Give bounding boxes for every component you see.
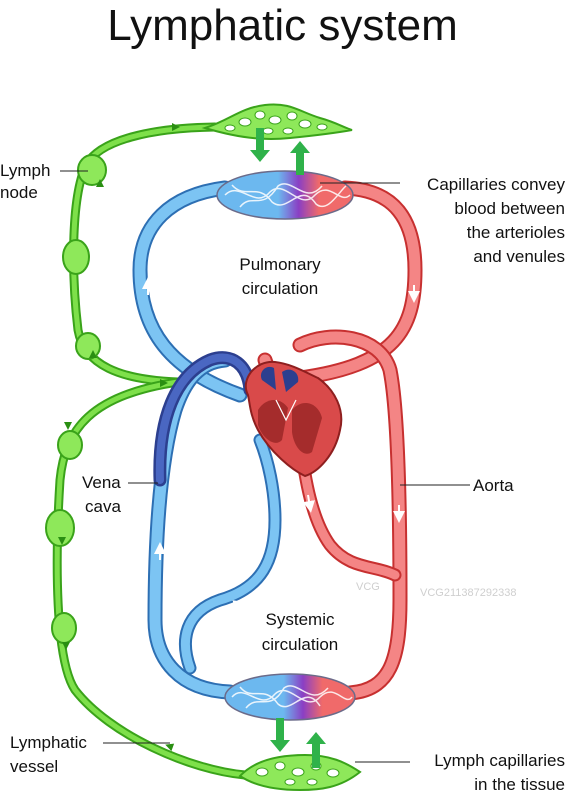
lymphatic-vessel-label-1: Lymphatic bbox=[10, 733, 87, 752]
pulmonary-label-2: circulation bbox=[242, 279, 319, 298]
up-arrow bbox=[290, 141, 310, 175]
lymph-flow-arrow bbox=[58, 537, 66, 545]
lymph-flow-arrow bbox=[64, 422, 72, 430]
lymphatic-network bbox=[45, 103, 362, 792]
down-arrow bbox=[270, 718, 290, 752]
systemic-label-2: circulation bbox=[262, 635, 339, 654]
down-arrow bbox=[250, 128, 270, 162]
lymph-node bbox=[62, 239, 90, 275]
capillaries-label-2: blood between bbox=[454, 199, 565, 218]
leader-lines bbox=[60, 170, 470, 763]
pulmonary-capillary-bed bbox=[216, 170, 354, 220]
lymph-capillaries-label-2: in the tissue bbox=[474, 775, 565, 794]
capillaries-label-4: and venules bbox=[473, 247, 565, 266]
capillaries-label-1: Capillaries convey bbox=[427, 175, 565, 194]
capillaries-label-3: the arterioles bbox=[467, 223, 565, 242]
up-arrow bbox=[306, 732, 326, 768]
inferior-vena-cava bbox=[178, 433, 282, 675]
lymph-node-label-1: Lymph bbox=[0, 161, 50, 180]
lymph-flow-arrow bbox=[62, 642, 70, 650]
lymph-capillaries-label-1: Lymph capillaries bbox=[434, 751, 565, 770]
lymph-node bbox=[45, 509, 75, 547]
bottom-lymph-capillaries bbox=[238, 753, 362, 792]
lymph-node bbox=[51, 612, 77, 644]
lymph-flow-arrow bbox=[165, 743, 175, 752]
systemic-capillary-bed bbox=[224, 673, 356, 721]
vena-cava-label-2: cava bbox=[85, 497, 121, 516]
page-title: Lymphatic system bbox=[107, 1, 458, 50]
vena-cava-label-1: Vena bbox=[82, 473, 121, 492]
lymph-node bbox=[75, 332, 101, 360]
watermark-id: VCG211387292338 bbox=[420, 587, 516, 599]
systemic-label-1: Systemic bbox=[266, 610, 335, 629]
lymph-flow-arrow bbox=[89, 350, 97, 358]
lymph-flow-arrow bbox=[96, 179, 104, 187]
pulmonary-label-1: Pulmonary bbox=[239, 255, 321, 274]
lymph-node-label-2: node bbox=[0, 183, 38, 202]
lymph-node bbox=[77, 154, 107, 186]
systemic-circulation bbox=[147, 329, 408, 721]
lymphatic-vessel-label-2: vessel bbox=[10, 757, 58, 776]
top-lymph-capillaries bbox=[201, 103, 353, 140]
watermark-logo: VCG bbox=[356, 581, 380, 593]
aorta-label: Aorta bbox=[473, 476, 514, 495]
heart bbox=[245, 360, 343, 478]
lymph-flow-arrow bbox=[160, 379, 168, 387]
lymph-flow-arrow bbox=[172, 123, 180, 131]
exchange-arrows bbox=[250, 128, 326, 768]
lymph-node bbox=[57, 430, 83, 460]
